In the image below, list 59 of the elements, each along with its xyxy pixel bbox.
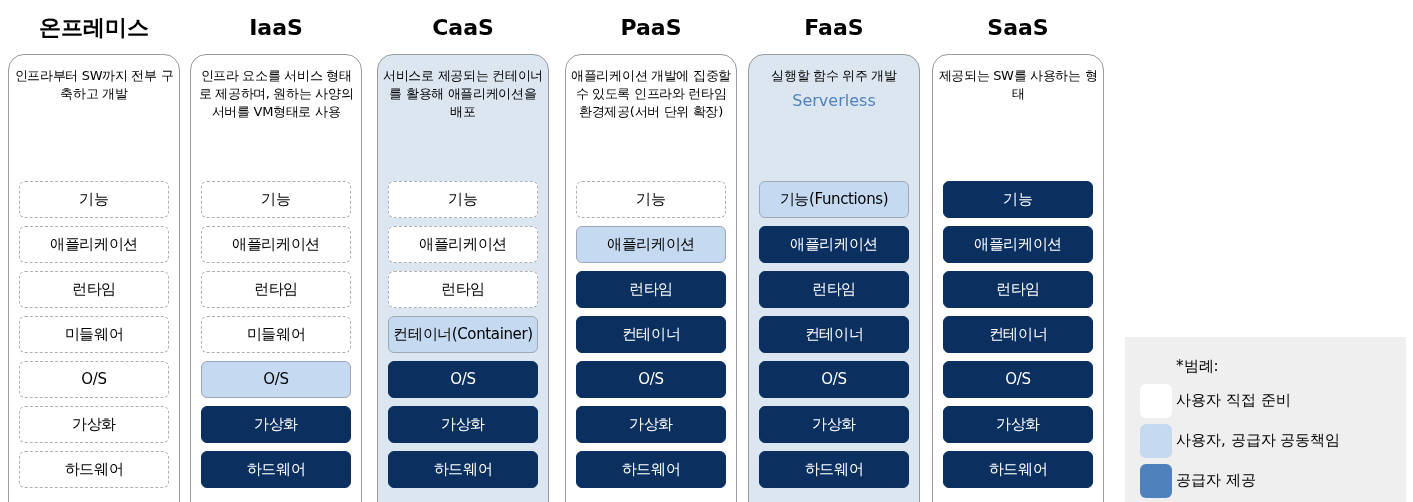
description-text: 서비스로 제공되는 컨테이너를 활용해 애플리케이션을 배포	[382, 67, 544, 121]
column-heading: IaaS	[248, 14, 304, 42]
layer-box: 애플리케이션	[759, 226, 909, 263]
layer-box: 가상화	[576, 406, 726, 443]
layer-box: O/S	[19, 361, 169, 398]
layer-box: 가상화	[19, 406, 169, 443]
layer-box: 애플리케이션	[388, 226, 538, 263]
column-heading: PaaS	[619, 14, 683, 42]
layer-box: 가상화	[943, 406, 1093, 443]
layer-box: 런타임	[19, 271, 169, 308]
description-text: 인프라부터 SW까지 전부 구축하고 개발	[13, 67, 175, 103]
layer-box: O/S	[201, 361, 351, 398]
column-heading: FaaS	[803, 14, 865, 42]
layer-box: 가상화	[388, 406, 538, 443]
layer-box: 컨테이너	[576, 316, 726, 353]
layer-box: 런타임	[388, 271, 538, 308]
layer-box: 하드웨어	[943, 451, 1093, 488]
description-text: 인프라 요소를 서비스 형태로 제공하며, 원하는 사양의 서버를 VM형태로 사용	[197, 67, 355, 121]
layer-box: 컨테이너	[943, 316, 1093, 353]
layer-box: 기능	[201, 181, 351, 218]
layer-box: 기능	[19, 181, 169, 218]
layer-box: 애플리케이션	[201, 226, 351, 263]
description-text: 실행할 함수 위주 개발	[771, 67, 897, 85]
layer-box: 하드웨어	[201, 451, 351, 488]
layer-box: 런타임	[201, 271, 351, 308]
layer-box: 기능	[943, 181, 1093, 218]
legend-title: *범례:	[1176, 356, 1220, 377]
legend-text: 공급자 제공	[1176, 470, 1256, 492]
description-text: 제공되는 SW를 사용하는 형태	[937, 67, 1099, 103]
description-text: 애플리케이션 개발에 집중할 수 있도록 인프라와 런타임 환경제공(서버 단위 확장)	[570, 67, 732, 121]
layer-box: 애플리케이션	[943, 226, 1093, 263]
layer-box: 미들웨어	[19, 316, 169, 353]
column-heading: 온프레미스	[38, 14, 150, 42]
layer-box: 애플리케이션	[576, 226, 726, 263]
layer-box: 하드웨어	[576, 451, 726, 488]
layer-box: 애플리케이션	[19, 226, 169, 263]
layer-box: 기능	[388, 181, 538, 218]
layer-box: 런타임	[576, 271, 726, 308]
layer-box: 가상화	[759, 406, 909, 443]
layer-box: 하드웨어	[759, 451, 909, 488]
layer-box: O/S	[759, 361, 909, 398]
layer-box: 컨테이너	[759, 316, 909, 353]
legend-text: 사용자 직접 준비	[1176, 390, 1291, 412]
layer-box: 하드웨어	[388, 451, 538, 488]
layer-box: 가상화	[201, 406, 351, 443]
layer-box: 하드웨어	[19, 451, 169, 488]
layer-box: 기능(Functions)	[759, 181, 909, 218]
layer-box: 미들웨어	[201, 316, 351, 353]
column-heading: CaaS	[431, 14, 495, 42]
column-heading: SaaS	[986, 14, 1050, 42]
layer-box: 런타임	[759, 271, 909, 308]
layer-box: 컨테이너(Container)	[388, 316, 538, 353]
layer-box: 기능	[576, 181, 726, 218]
layer-box: 런타임	[943, 271, 1093, 308]
legend-text: 사용자, 공급자 공동책임	[1176, 430, 1341, 452]
layer-box: O/S	[576, 361, 726, 398]
tagline-text: Serverless	[792, 90, 876, 112]
layer-box: O/S	[943, 361, 1093, 398]
layer-box: O/S	[388, 361, 538, 398]
